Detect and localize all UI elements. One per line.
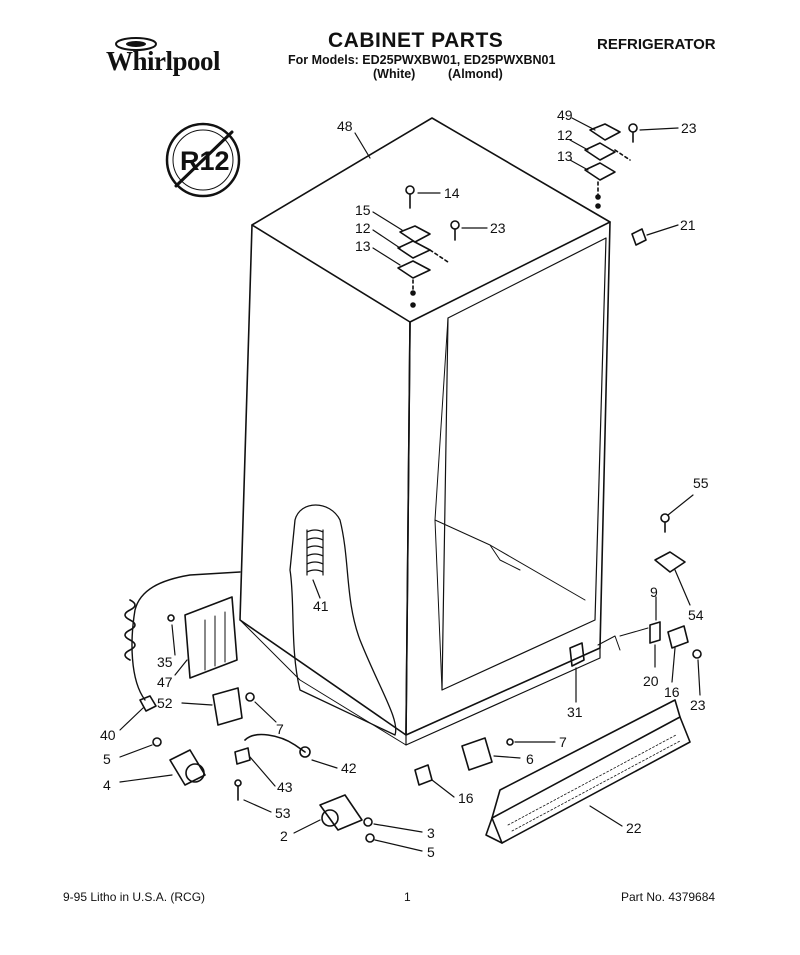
part-label-49: 49 (557, 107, 573, 123)
front-roller-assembly (319, 794, 375, 843)
base-grille (485, 699, 691, 844)
page-title: CABINET PARTS (328, 29, 504, 52)
part-label-43: 43 (277, 779, 293, 795)
part-label-12-upper: 12 (557, 127, 573, 143)
part-label-52: 52 (157, 695, 173, 711)
color-almond: (Almond) (448, 67, 503, 81)
part-label-23-lower: 23 (690, 697, 706, 713)
part-label-54: 54 (688, 607, 704, 623)
part-label-14: 14 (444, 185, 460, 201)
part-21-shape (631, 228, 647, 246)
cabinet-shell (239, 117, 611, 746)
part-label-15: 15 (355, 202, 371, 218)
lower-hinge-parts (597, 513, 702, 659)
roller-assembly (152, 737, 206, 786)
part-label-23-upper: 23 (681, 120, 697, 136)
logo-swirl-icon (115, 37, 157, 51)
part-16-shape (414, 764, 433, 786)
color-white: (White) (373, 67, 416, 81)
part-label-53: 53 (275, 805, 291, 821)
footer-date-litho: 9-95 Litho in U.S.A. (RCG) (63, 890, 206, 904)
part-31-shape (569, 642, 585, 667)
part-label-21: 21 (680, 217, 696, 233)
footer-part-number: Part No. 4379684 (621, 890, 716, 904)
part-label-7-left: 7 (276, 721, 284, 737)
part-label-5-left: 5 (103, 751, 111, 767)
part-7-screw (506, 738, 514, 746)
leader-lines (119, 117, 701, 852)
footer-page-number: 1 (404, 890, 411, 904)
part-label-35: 35 (157, 654, 173, 670)
r12-badge: R12 (165, 122, 241, 198)
part-label-22: 22 (626, 820, 642, 836)
brand-logo: Whirlpool (100, 30, 221, 80)
part-label-3: 3 (427, 825, 435, 841)
part-label-13-middle: 13 (355, 238, 371, 254)
defrost-drain-coil (306, 529, 324, 576)
part-label-55: 55 (693, 475, 709, 491)
drain-tube (234, 733, 311, 801)
part-label-6: 6 (526, 751, 534, 767)
appliance-type: REFRIGERATOR (597, 36, 716, 53)
part-label-16-right: 16 (664, 684, 680, 700)
part-label-5-bottom: 5 (427, 844, 435, 860)
part-label-31: 31 (567, 704, 583, 720)
model-numbers: For Models: ED25PWXBW01, ED25PWXBN01 (288, 53, 556, 67)
part-label-48: 48 (337, 118, 353, 134)
upper-hinge-assembly (584, 123, 638, 209)
part-label-13-upper: 13 (557, 148, 573, 164)
part-label-23-middle: 23 (490, 220, 506, 236)
part-6-shape (461, 737, 493, 771)
brand-name: Whirlpool (106, 46, 221, 76)
part-label-12-middle: 12 (355, 220, 371, 236)
part-label-7-right: 7 (559, 734, 567, 750)
part-label-40: 40 (100, 727, 116, 743)
part-label-41: 41 (313, 598, 329, 614)
part-label-16-bottom: 16 (458, 790, 474, 806)
middle-hinge-assembly (397, 185, 460, 308)
part-labels: 48 49 12 13 23 14 15 12 13 23 21 55 41 5… (100, 107, 709, 860)
part-label-2: 2 (280, 828, 288, 844)
part-label-9: 9 (650, 584, 658, 600)
part-label-20: 20 (643, 673, 659, 689)
part-label-42: 42 (341, 760, 357, 776)
r12-text: R12 (180, 146, 230, 176)
power-cord-and-box (124, 571, 255, 726)
part-label-47: 47 (157, 674, 173, 690)
part-label-4: 4 (103, 777, 111, 793)
